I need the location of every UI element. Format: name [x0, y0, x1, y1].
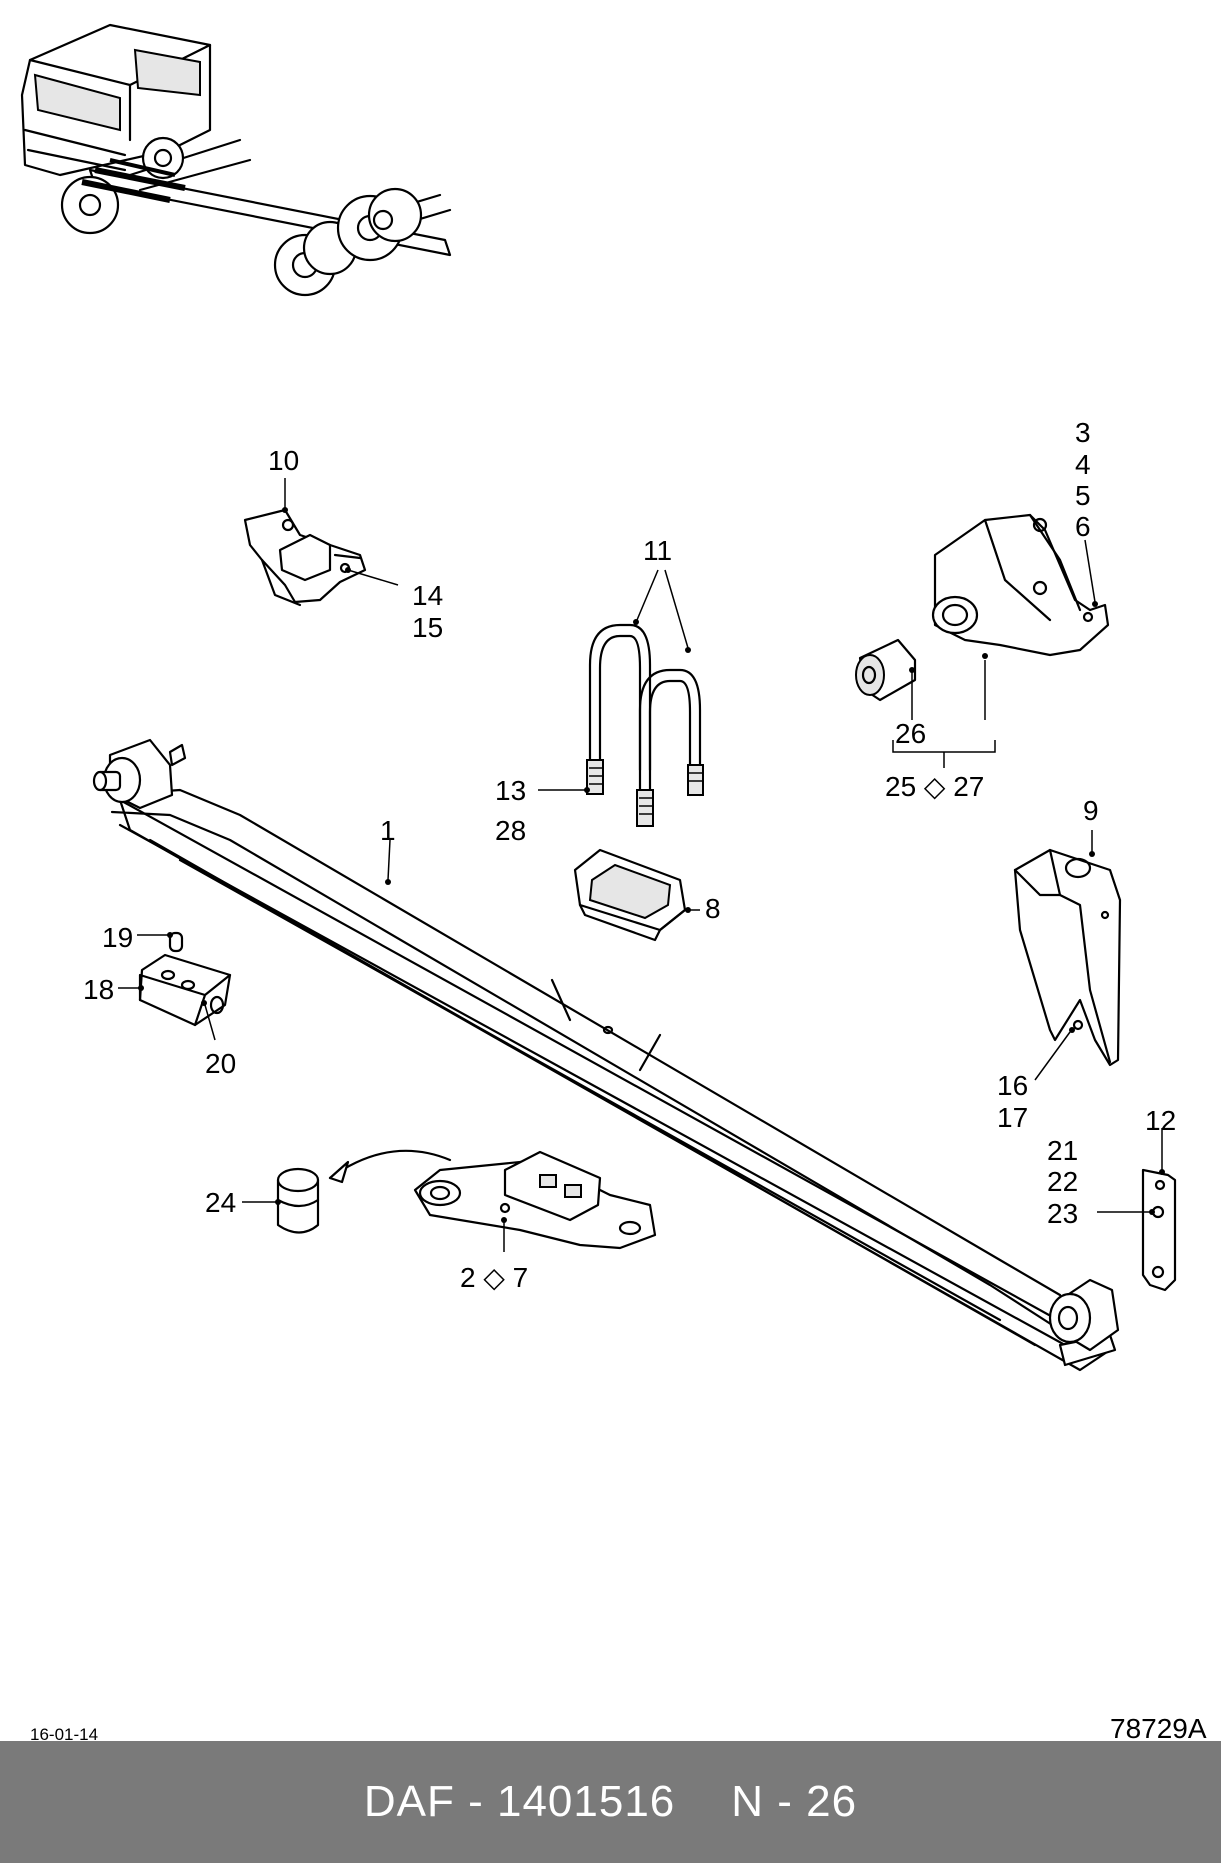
- callout-20: 20: [205, 1048, 236, 1079]
- part-3-6-hanger-bracket: [931, 513, 1110, 657]
- part-26-bush: [855, 638, 917, 702]
- part-10-bracket: [243, 508, 367, 607]
- callout-12: 12: [1145, 1105, 1176, 1136]
- part-11-u-bolts: [586, 623, 704, 827]
- callout-9: 9: [1083, 795, 1099, 826]
- part-24-bump-stop: [276, 1149, 452, 1234]
- callout-3: 3: [1075, 417, 1091, 448]
- part-9-bracket: [1013, 848, 1122, 1067]
- callout-8: 8: [705, 893, 721, 924]
- callout-2-7: 2 ◇ 7: [460, 1262, 528, 1293]
- callout-23: 23: [1047, 1198, 1078, 1229]
- callout-6: 6: [1075, 511, 1091, 542]
- parts-diagram: 1 2 ◇ 7 3 4 5 6 8 9 10 11 12 13 28 14 15…: [20, 23, 1207, 1740]
- part-2-7-bracket: [413, 1150, 657, 1250]
- footer-bar: DAF - 1401516 N - 26: [0, 1741, 1221, 1863]
- footer-section: N - 26: [731, 1777, 858, 1826]
- part-8-pad: [573, 848, 687, 942]
- callout-28: 28: [495, 815, 526, 846]
- callout-labels: 1 2 ◇ 7 3 4 5 6 8 9 10 11 12 13 28 14 15…: [30, 417, 1207, 1740]
- callout-18: 18: [83, 974, 114, 1005]
- footer-brand-part: DAF - 1401516: [363, 1777, 676, 1826]
- part-12-shackle: [1141, 1168, 1177, 1292]
- callout-26: 26: [895, 718, 926, 749]
- callout-25-27: 25 ◇ 27: [885, 771, 984, 802]
- callout-1: 1: [380, 815, 396, 846]
- drawing-number: 78729A: [1110, 1713, 1207, 1740]
- leaf-spring: [92, 738, 1120, 1372]
- callout-5: 5: [1075, 480, 1091, 511]
- date-stamp: 16-01-14: [30, 1725, 98, 1740]
- callout-11: 11: [643, 535, 672, 566]
- callout-15: 15: [412, 612, 443, 643]
- part-18-19-block: [138, 931, 232, 1027]
- leader-lines: [118, 478, 1165, 1252]
- truck-overview: [20, 23, 452, 297]
- callout-4: 4: [1075, 449, 1091, 480]
- footer-caption: DAF - 1401516 N - 26: [0, 1741, 1221, 1863]
- callout-22: 22: [1047, 1166, 1078, 1197]
- callout-21: 21: [1047, 1135, 1078, 1166]
- callout-10: 10: [268, 445, 299, 476]
- callout-17: 17: [997, 1102, 1028, 1133]
- callout-16: 16: [997, 1070, 1028, 1101]
- callout-24: 24: [205, 1187, 236, 1218]
- callout-19: 19: [102, 922, 133, 953]
- callout-13: 13: [495, 775, 526, 806]
- callout-14: 14: [412, 580, 443, 611]
